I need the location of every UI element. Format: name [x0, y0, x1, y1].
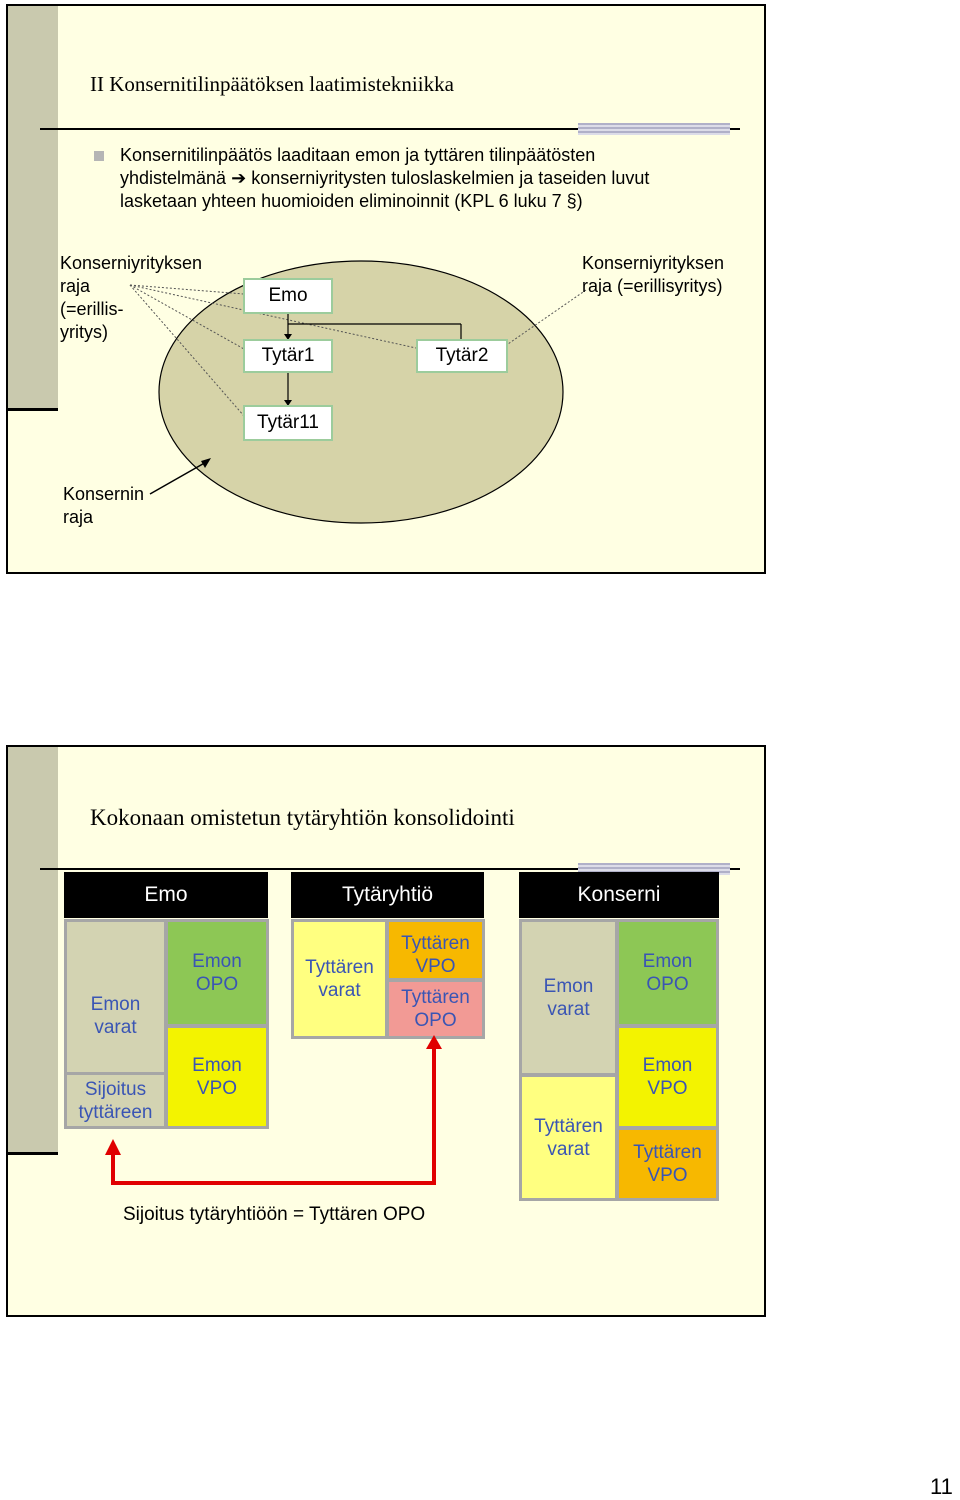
konserni-emon-varat-line-1: Emon: [543, 975, 594, 997]
elimination-arrowhead-right: [426, 1035, 442, 1049]
emo-sijoitus-line-1: Sijoitus: [84, 1078, 147, 1100]
box-tytar1: Tytär1: [243, 339, 333, 373]
sidebar-rule: [8, 1152, 58, 1155]
title-rule: [40, 128, 740, 130]
left-label-line-4: yritys): [60, 322, 108, 342]
group-boundary-label-line-1: Konsernin: [63, 484, 145, 504]
konserni-tyttaren-vpo-line-1: Tyttären: [633, 1142, 702, 1163]
slide-1: II Konsernitilinpäätöksen laatimisteknii…: [6, 4, 766, 574]
tree-connectors: [287, 314, 462, 400]
sidebar-rule: [8, 408, 58, 411]
box-tytar11: Tytär11: [243, 405, 333, 441]
konserni-emon-vpo-line-2: VPO: [647, 1078, 688, 1099]
slide-sidebar: [8, 747, 58, 1152]
header-tytaryhtio: Tytäryhtiö: [291, 872, 484, 918]
right-boundary-label: Konserniyrityksen raja (=erillisyritys): [582, 252, 724, 298]
group-boundary-ellipse: [158, 260, 564, 524]
bullet-line-2b: konserniyritysten tuloslaskelmien ja tas…: [251, 168, 650, 188]
header-emo: Emo: [64, 872, 268, 918]
konserni-emon-vpo-line-1: Emon: [642, 1055, 693, 1076]
elimination-arrow-line: [111, 1047, 436, 1185]
right-arrow-icon: ➔: [231, 168, 247, 188]
title-rule-decoration: [578, 123, 730, 135]
page-number: 11: [930, 1474, 953, 1499]
tytar-vpo-line-1: Tyttären: [401, 933, 470, 954]
slide-2: Kokonaan omistetun tytäryhtiön konsolido…: [6, 745, 766, 1317]
tytar-vpo-line-2: VPO: [415, 956, 456, 977]
tytar-varat-line-2: varat: [318, 980, 361, 1001]
elimination-arrow: [105, 1035, 442, 1185]
group-boundary-label: Konsernin raja: [63, 483, 144, 529]
konserni-tyttaren-varat-line-2: varat: [547, 1138, 590, 1160]
bullet-line-1: Konsernitilinpäätös laaditaan emon ja ty…: [120, 145, 596, 165]
group-boundary-pointer: [149, 460, 209, 495]
bullet-line-2: yhdistelmänä ➔ konserniyritysten tulosla…: [120, 167, 740, 190]
konserni-tyttaren-vpo-line-2: VPO: [647, 1165, 688, 1186]
box-tytar2: Tytär2: [416, 339, 508, 373]
slide-title: Kokonaan omistetun tytäryhtiön konsolido…: [90, 805, 515, 830]
left-label-pointers: [129, 284, 417, 417]
header-konserni: Konserni: [519, 872, 719, 918]
right-label-line-1: Konserniyrityksen: [582, 253, 725, 273]
konserni-emon-varat-line-2: varat: [547, 998, 590, 1020]
group-boundary-arrowhead: [201, 458, 211, 468]
konserni-emon-opo-line-1: Emon: [642, 951, 693, 972]
emo-vpo-line-1: Emon: [192, 1055, 242, 1076]
tytar-varat-line-1: Tyttären: [305, 957, 374, 978]
title-rule: [40, 868, 740, 870]
tytar-opo-line-1: Tyttären: [401, 987, 470, 1008]
emo-opo-line-2: OPO: [195, 974, 239, 995]
elimination-arrowhead-left: [105, 1139, 121, 1155]
slide-title: II Konsernitilinpäätöksen laatimisteknii…: [90, 72, 454, 96]
emo-opo-line-1: Emon: [192, 951, 242, 972]
box-emo: Emo: [243, 278, 333, 314]
konserni-emon-opo-line-2: OPO: [646, 974, 689, 995]
emo-varat-line-1: Emon: [90, 994, 141, 1015]
left-boundary-label: Konserniyrityksen raja (=erillis- yritys…: [60, 252, 202, 344]
right-label-line-2: raja (=erillisyritys): [582, 276, 723, 296]
konserni-tyttaren-varat-line-1: Tyttären: [534, 1115, 603, 1137]
tytar-opo-line-2: OPO: [414, 1010, 457, 1031]
group-diagram: [129, 260, 587, 524]
elimination-caption: Sijoitus tytäryhtiöön = Tyttären OPO: [123, 1204, 426, 1225]
left-label-line-3: (=erillis-: [60, 299, 124, 319]
bullet-line-2a: yhdistelmänä: [120, 168, 227, 188]
bullet-line-3: lasketaan yhteen huomioiden eliminoinnit…: [120, 191, 583, 211]
left-label-line-2: raja: [60, 276, 91, 296]
emo-sijoitus-line-2: tyttäreen: [78, 1101, 153, 1123]
bullet-text: Konsernitilinpäätös laaditaan emon ja ty…: [120, 144, 740, 213]
bullet-square-icon: [94, 151, 104, 161]
emo-vpo-line-2: VPO: [196, 1078, 238, 1099]
left-label-line-1: Konserniyrityksen: [60, 253, 203, 273]
emo-varat-line-2: varat: [94, 1017, 137, 1038]
group-boundary-label-line-2: raja: [63, 507, 94, 527]
slide-sidebar: [8, 6, 58, 408]
